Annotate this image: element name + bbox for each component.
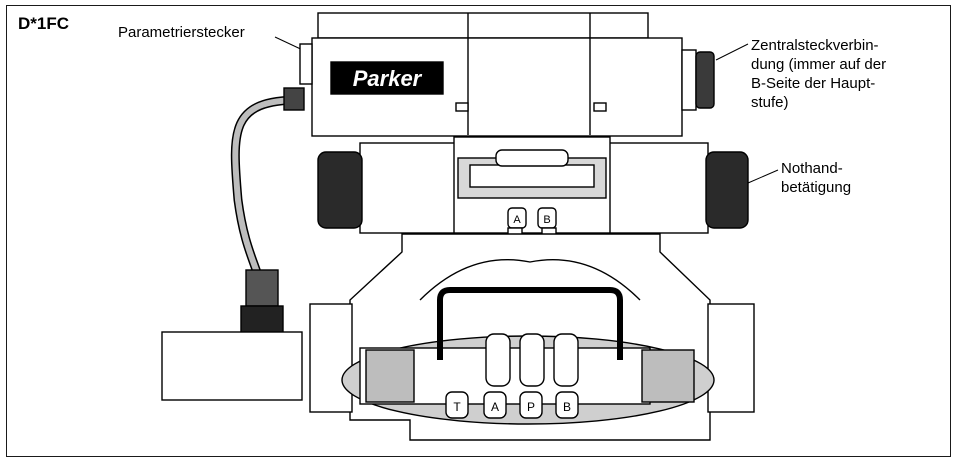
pilot-port-a: A <box>513 214 521 226</box>
label-central-plug-3: B-Seite der Haupt- <box>751 75 876 92</box>
pilot-valve: A B <box>317 136 749 259</box>
main-port-t: T <box>453 400 461 414</box>
figure-frame <box>6 5 951 457</box>
main-port-b: B <box>563 400 571 414</box>
cable <box>230 87 305 359</box>
label-central-plug-1: Zentralsteckverbin- <box>751 37 879 54</box>
label-manual-override-1: Nothand- <box>781 160 843 177</box>
main-port-a: A <box>491 400 499 414</box>
label-central-plug-2: dung (immer auf der <box>751 56 887 73</box>
brand-text: Parker <box>353 66 423 91</box>
label-central-plug-4: stufe) <box>751 94 789 111</box>
model-code: D*1FC <box>18 14 70 33</box>
pilot-port-b: B <box>543 214 550 226</box>
electronics-housing <box>299 12 715 137</box>
label-manual-override-2: betätigung <box>781 179 852 196</box>
main-port-p: P <box>527 400 535 414</box>
parker-logo: Parker <box>330 61 444 95</box>
main-stage: T A P B <box>161 233 755 441</box>
label-parameter-plug: Parametrierstecker <box>118 24 245 41</box>
